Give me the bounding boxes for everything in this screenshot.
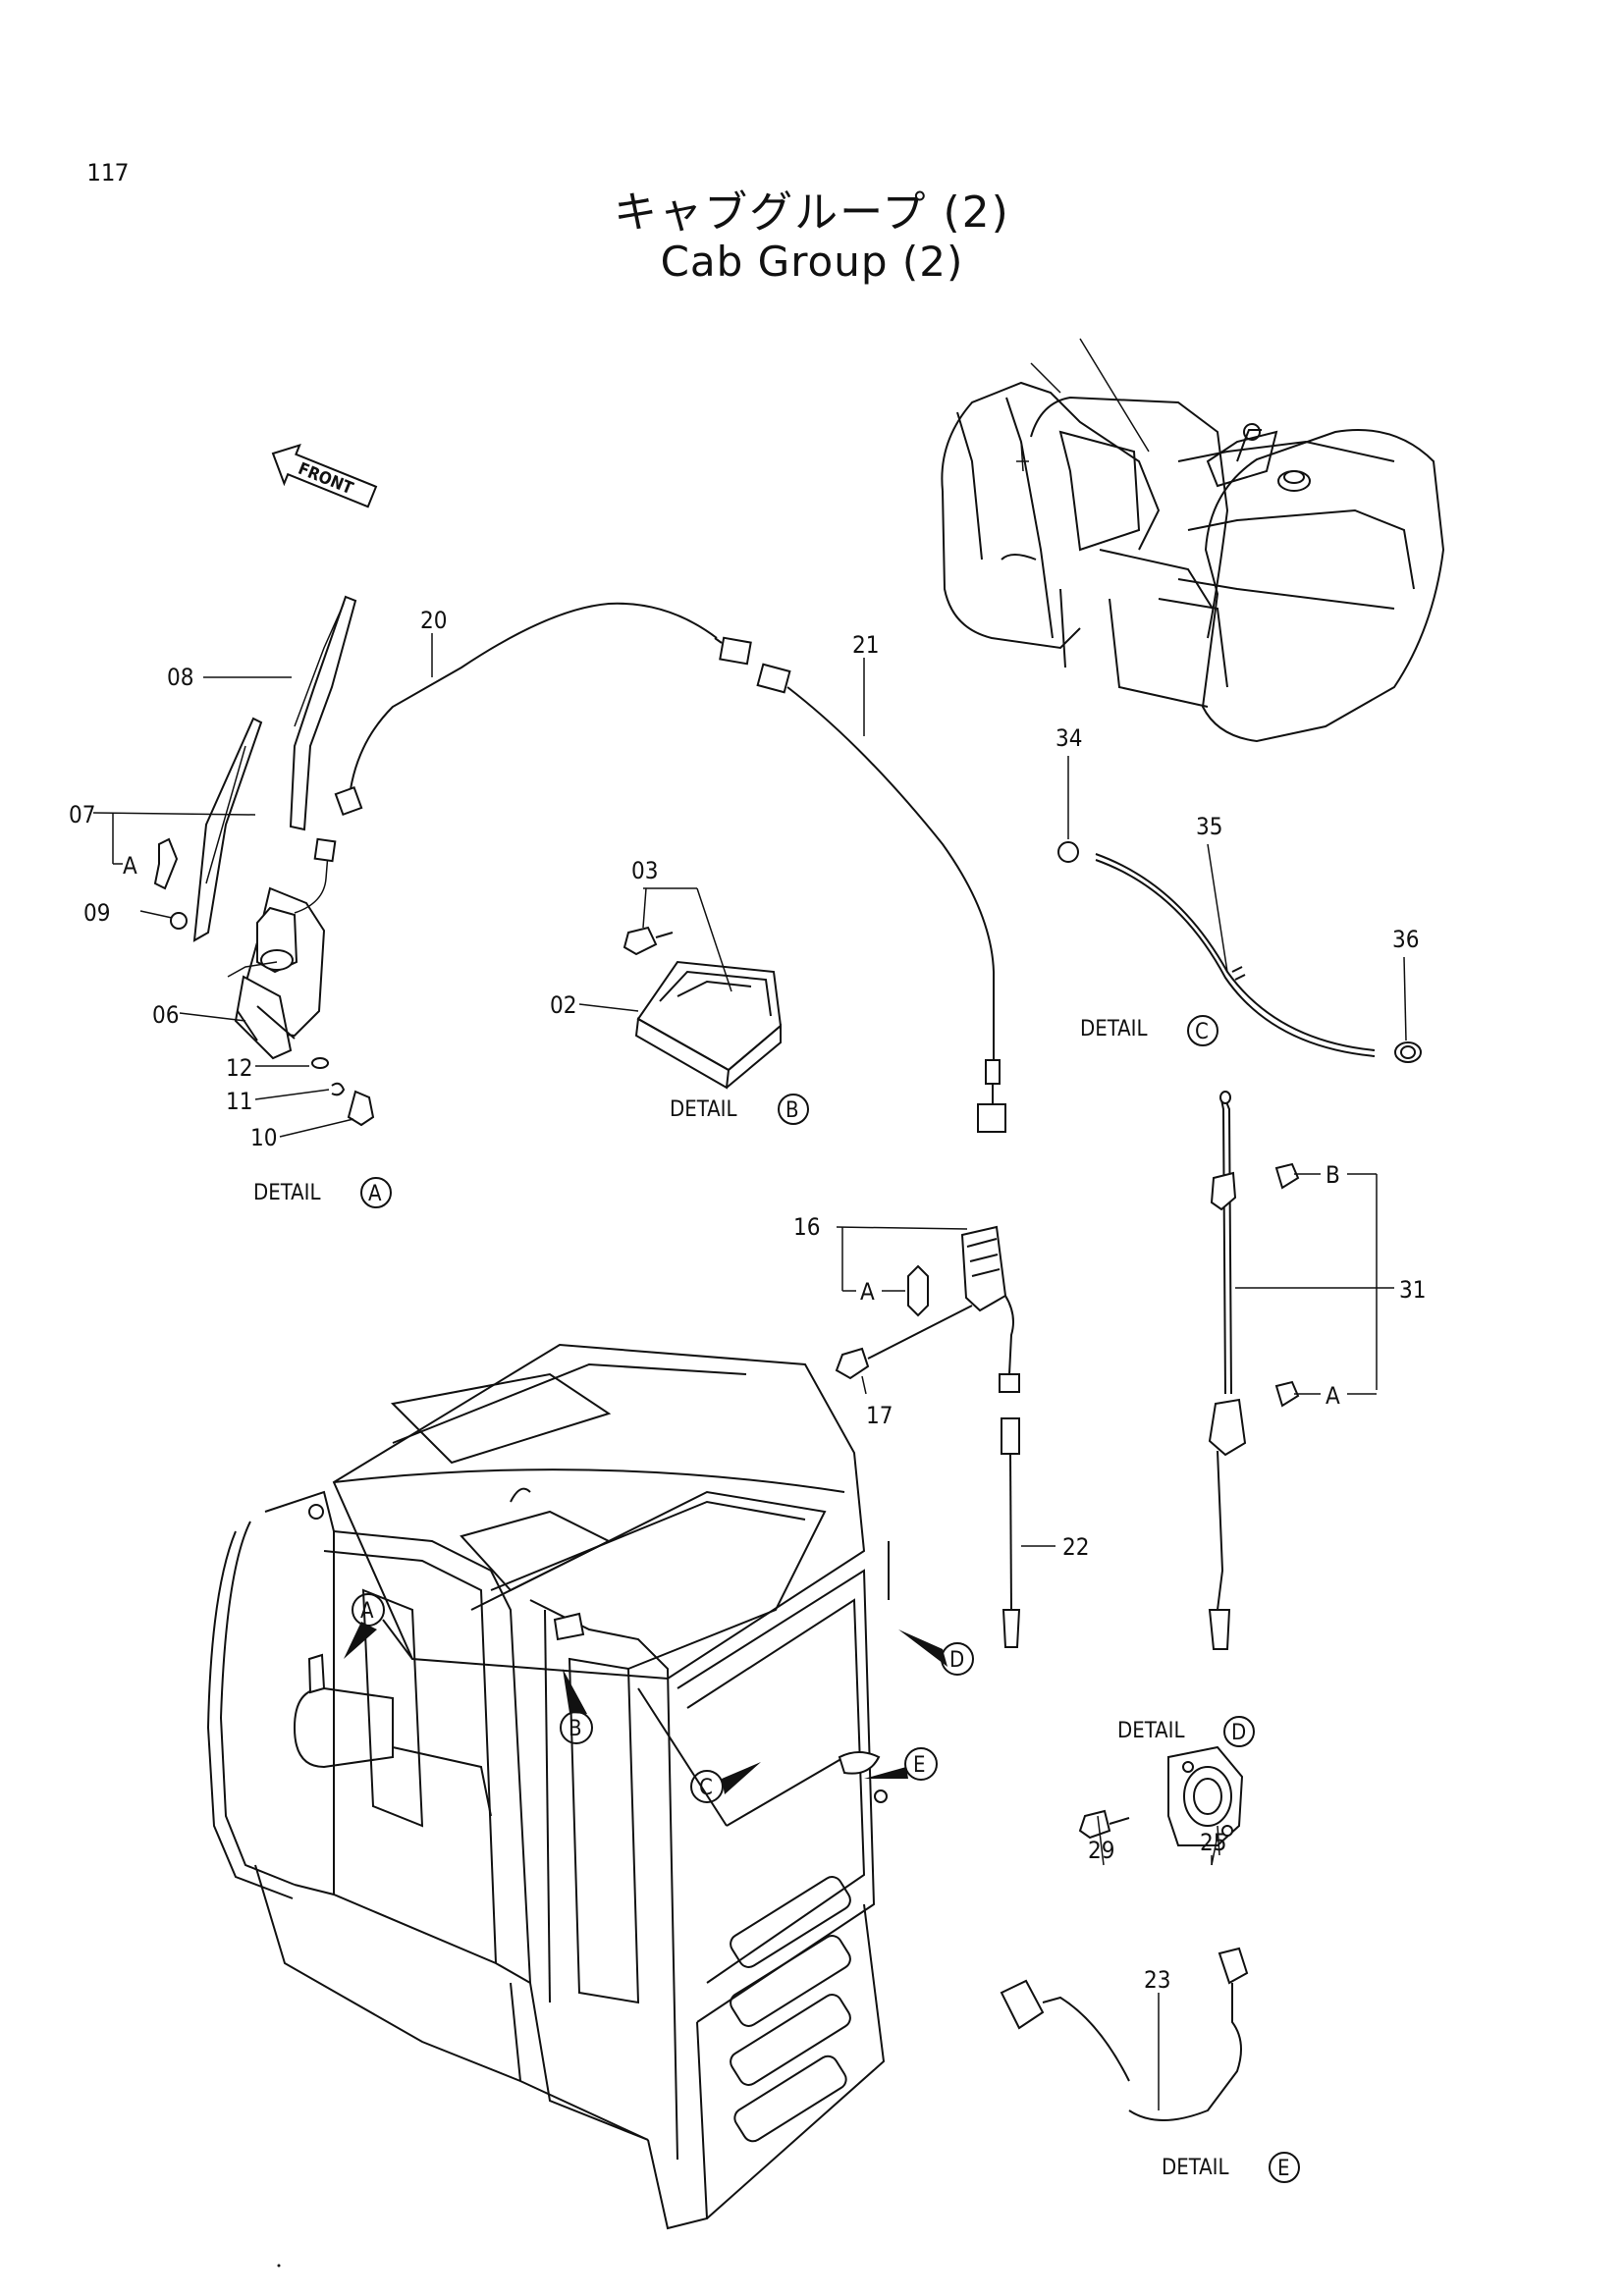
front-arrow-label: FRONT	[296, 459, 356, 500]
detail-b-tray-assembly	[623, 926, 783, 1090]
detail-e-letter: E	[1277, 2157, 1290, 2181]
part-label-36: 36	[1392, 926, 1419, 953]
sub-label-16-a: A	[860, 1278, 875, 1306]
detail-a-caption: DETAIL	[253, 1181, 321, 1205]
lamp-16-and-harness-22	[835, 1225, 1021, 1648]
part-label-10: 10	[250, 1124, 277, 1151]
callout-d-letter: D	[949, 1648, 964, 1673]
part-label-20: 20	[420, 607, 447, 634]
detail-d-caption: DETAIL	[1117, 1719, 1185, 1743]
sub-label-31-a: A	[1326, 1382, 1340, 1410]
leader-lines	[92, 633, 1407, 2110]
detail-c-letter: C	[1195, 1020, 1209, 1044]
detail-c-hose-assembly	[1057, 841, 1422, 1063]
detail-b-letter: B	[785, 1098, 799, 1123]
sub-label-31-b: B	[1326, 1161, 1340, 1189]
part-label-35: 35	[1196, 813, 1222, 840]
detail-e-caption: DETAIL	[1162, 2156, 1229, 2180]
detail-b-caption: DETAIL	[670, 1097, 737, 1122]
title-english: Cab Group (2)	[660, 238, 964, 286]
detail-e-speaker-assembly	[1000, 1745, 1249, 2121]
part-label-16: 16	[793, 1213, 820, 1241]
part-label-11: 11	[226, 1088, 252, 1115]
part-label-03: 03	[631, 857, 658, 884]
harness-21	[756, 663, 1006, 1133]
part-label-34: 34	[1056, 724, 1082, 752]
front-direction-arrow: FRONT	[271, 443, 378, 508]
part-label-22: 22	[1062, 1533, 1089, 1561]
sub-label-07-a: A	[123, 852, 137, 880]
part-label-25: 25	[1200, 1829, 1226, 1856]
excavator-overview-illustration	[941, 338, 1445, 743]
cab-illustration	[206, 1343, 890, 2230]
detail-captions: DETAIL A DETAIL B DETAIL C DETAIL D DETA…	[253, 1015, 1300, 2183]
part-label-12: 12	[226, 1054, 252, 1082]
callout-e-letter: E	[913, 1753, 926, 1778]
part-label-17: 17	[866, 1402, 893, 1429]
page-number: 117	[86, 159, 130, 187]
part-label-09: 09	[83, 899, 110, 927]
harness-20	[334, 602, 752, 817]
part-label-02: 02	[550, 991, 576, 1019]
part-label-07: 07	[69, 801, 95, 828]
detail-d-antenna-assembly	[1208, 1091, 1300, 1650]
title-japanese: キャブグループ (2)	[614, 187, 1010, 238]
callout-b-letter: B	[568, 1717, 582, 1741]
detail-a-letter: A	[368, 1182, 382, 1206]
callout-c-letter: C	[699, 1776, 713, 1800]
detail-c-caption: DETAIL	[1080, 1017, 1148, 1041]
part-label-31: 31	[1399, 1276, 1426, 1304]
part-label-06: 06	[152, 1001, 179, 1029]
callout-a-letter: A	[360, 1599, 374, 1624]
detail-a-wiper-assembly	[153, 595, 375, 1127]
detail-callout-markers: A B C D E	[344, 1593, 974, 1803]
detail-d-letter: D	[1231, 1721, 1246, 1745]
part-label-23: 23	[1144, 1966, 1170, 1994]
part-label-08: 08	[167, 664, 193, 691]
part-label-21: 21	[852, 631, 879, 659]
part-labels: 08 20 21 07 A 09 03 02 34 35 36 06 12 11…	[69, 607, 1426, 1994]
part-label-29: 29	[1088, 1837, 1114, 1864]
